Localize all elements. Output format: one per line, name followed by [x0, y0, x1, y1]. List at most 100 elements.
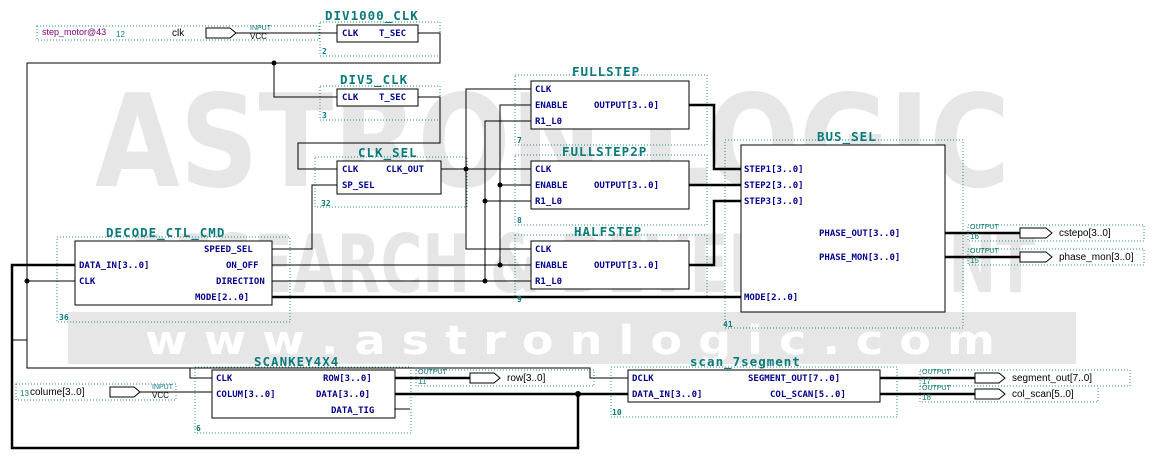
block-clk-sel[interactable]: CLK_SEL CLK CLK_OUT SP_SEL 32 [321, 145, 442, 208]
block-number: 3 [322, 111, 327, 120]
block-title: BUS_SEL [817, 129, 877, 145]
output-pin-row[interactable]: OUTPUT 11 row[3..0] [415, 369, 595, 387]
port-speed-sel: SPEED_SEL [204, 245, 253, 255]
block-number: 36 [59, 313, 69, 322]
port-col-scan: COL_SCAN[5..0] [770, 390, 846, 400]
port-enable: ENABLE [535, 261, 568, 271]
pin-number: 17 [922, 377, 931, 386]
port-colum: COLUM[3..0] [216, 390, 276, 400]
pin-name: col_scan[5..0] [1012, 389, 1074, 400]
port-clk: CLK [79, 277, 96, 287]
pin-name: clk [172, 28, 185, 39]
port-data-in: DATA_IN[3..0] [632, 390, 702, 400]
port-phase-mon: PHASE_MON[3..0] [819, 253, 900, 263]
pin-vcc: VCC [152, 391, 169, 400]
block-title: HALFSTEP [574, 224, 642, 239]
port-sp-sel: SP_SEL [342, 181, 375, 191]
port-output: OUTPUT[3..0] [594, 181, 659, 191]
port-enable: ENABLE [535, 101, 568, 111]
output-pin-col-scan[interactable]: OUTPUT 18 col_scan[5..0] [919, 385, 1099, 403]
pin-type: OUTPUT [970, 248, 1000, 255]
port-phase-out: PHASE_OUT[3..0] [819, 229, 900, 239]
pin-number: 15 [970, 256, 979, 265]
block-div5-clk[interactable]: DIV5_CLK CLK T_SEC 3 [322, 72, 419, 120]
port-row: ROW[3..0] [323, 374, 372, 384]
block-number: 10 [612, 408, 622, 417]
port-clk-out: CLK_OUT [386, 165, 425, 175]
pin-number: 18 [922, 393, 931, 402]
block-title: scan_7segment [690, 354, 801, 370]
pin-name: cstepo[3..0] [1059, 228, 1111, 239]
port-data-in: DATA_IN[3..0] [79, 261, 149, 271]
port-data: DATA[3..0] [316, 390, 370, 400]
block-decode-ctl-cmd[interactable]: DECODE_CTL_CMD SPEED_SEL DATA_IN[3..0] O… [59, 225, 273, 322]
block-title: DECODE_CTL_CMD [106, 225, 225, 241]
input-pin-clk[interactable]: clk INPUT VCC [172, 25, 272, 41]
block-scankey4x4[interactable]: SCANKEY4X4 CLK ROW[3..0] COLUM[3..0] DAT… [196, 354, 396, 433]
block-scan-7segment[interactable]: scan_7segment DCLK SEGMENT_OUT[7..0] DAT… [612, 354, 881, 417]
port-step2: STEP2[3..0] [744, 181, 804, 191]
clk-pin-number: 12 [116, 30, 125, 39]
project-label: step_motor@43 [42, 27, 106, 37]
port-output: OUTPUT[3..0] [594, 261, 659, 271]
pin-type: OUTPUT [418, 369, 448, 376]
block-title: CLK_SEL [358, 145, 418, 161]
port-r1-l0: R1_L0 [535, 197, 562, 207]
bus-wires [10, 103, 1020, 450]
pin-number: 13 [20, 389, 29, 398]
pin-vcc: VCC [250, 32, 267, 41]
pin-name: segment_out[7..0] [1012, 373, 1092, 384]
block-number: 7 [517, 136, 522, 145]
block-number: 9 [517, 295, 522, 304]
port-step3: STEP3[3..0] [744, 197, 804, 207]
output-pin-phase-mon[interactable]: OUTPUT 15 phase_mon[3..0] [967, 248, 1145, 266]
port-clk: CLK [342, 165, 359, 175]
port-clk: CLK [535, 245, 552, 255]
block-div1000-clk[interactable]: DIV1000_CLK CLK T_SEC 2 [322, 8, 419, 56]
pin-name: colume[3..0] [30, 387, 85, 398]
output-pin-cstepo[interactable]: OUTPUT 16 cstepo[3..0] [967, 224, 1145, 242]
output-pin-segment-out[interactable]: OUTPUT 17 segment_out[7..0] [919, 369, 1131, 387]
pin-type: OUTPUT [970, 224, 1000, 231]
port-clk: CLK [535, 165, 552, 175]
port-clk: CLK [535, 85, 552, 95]
block-title: DIV5_CLK [340, 72, 408, 88]
pin-type: OUTPUT [922, 385, 952, 392]
block-number: 2 [322, 47, 327, 56]
port-segment-out: SEGMENT_OUT[7..0] [748, 374, 840, 384]
pin-name: phase_mon[3..0] [1059, 252, 1134, 263]
block-number: 41 [723, 320, 733, 329]
port-clk: CLK [342, 29, 359, 39]
pin-type: OUTPUT [922, 369, 952, 376]
port-t-sec: T_SEC [379, 93, 406, 103]
port-mode: MODE[2..0] [195, 293, 249, 303]
port-output: OUTPUT[3..0] [594, 101, 659, 111]
junction-dots [24, 60, 581, 397]
block-number: 6 [196, 424, 201, 433]
port-t-sec: T_SEC [379, 29, 406, 39]
pin-number: 16 [970, 232, 979, 241]
port-enable: ENABLE [535, 181, 568, 191]
pin-type: INPUT [152, 384, 174, 391]
port-r1-l0: R1_L0 [535, 117, 562, 127]
block-fullstep2p[interactable]: FULLSTEP2P CLK ENABLE R1_L0 OUTPUT[3..0]… [517, 144, 690, 225]
port-data-tig: DATA_TIG [331, 406, 374, 416]
block-bus-sel[interactable]: BUS_SEL STEP1[3..0] STEP2[3..0] STEP3[3.… [723, 129, 946, 329]
block-halfstep[interactable]: HALFSTEP CLK ENABLE R1_L0 OUTPUT[3..0] 9 [517, 224, 690, 304]
block-fullstep[interactable]: FULLSTEP CLK ENABLE R1_L0 OUTPUT[3..0] 7 [517, 64, 690, 145]
input-pin-colume[interactable]: 13 colume[3..0] INPUT VCC [15, 383, 177, 401]
pin-name: row[3..0] [507, 373, 546, 384]
pin-number: 11 [418, 377, 427, 386]
block-title: FULLSTEP2P [562, 144, 647, 159]
port-on-off: ON_OFF [226, 261, 259, 271]
block-title: SCANKEY4X4 [254, 354, 339, 369]
port-clk: CLK [216, 374, 233, 384]
block-title: DIV1000_CLK [325, 8, 419, 24]
watermark-url: w w w . a s t r o n l o g i c . c o m [145, 318, 995, 364]
block-title: FULLSTEP [572, 64, 640, 79]
pin-type: INPUT [250, 25, 272, 32]
port-step1: STEP1[3..0] [744, 165, 804, 175]
block-number: 8 [517, 216, 522, 225]
port-clk: CLK [342, 93, 359, 103]
